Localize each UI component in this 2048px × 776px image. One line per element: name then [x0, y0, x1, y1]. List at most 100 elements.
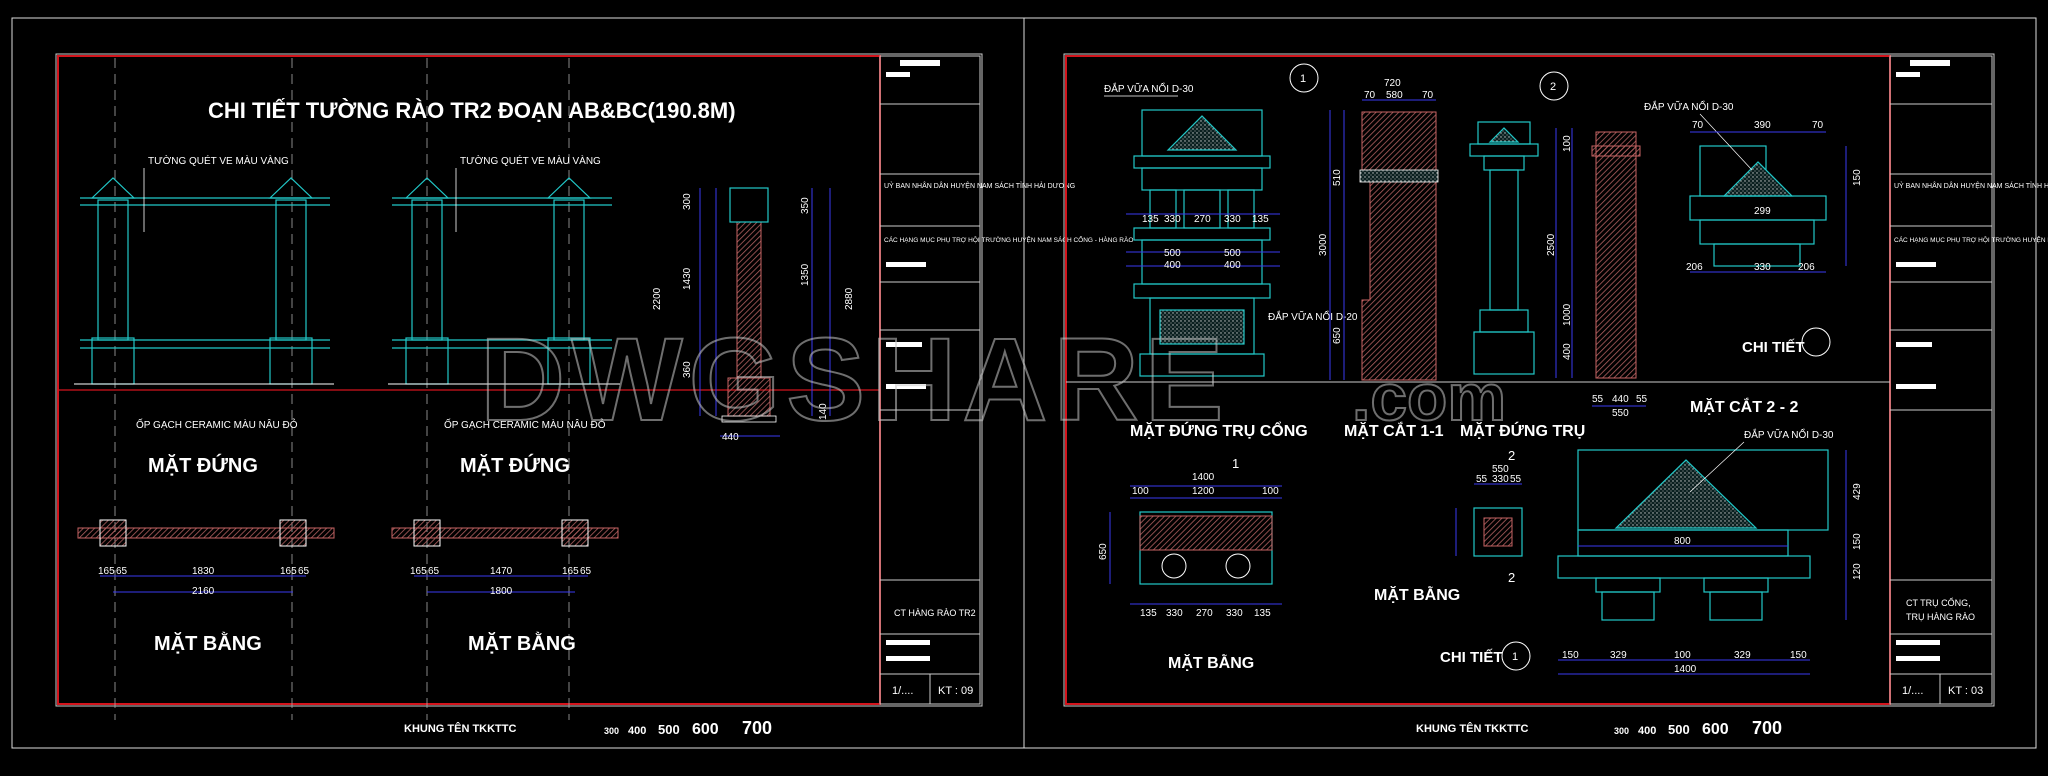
sheet-2-scale: 1/....: [1902, 685, 1923, 697]
label-plan-post: MẶT BẰNG: [1374, 585, 1460, 604]
watermark-text: DWGSHARE: [480, 314, 1229, 446]
sec22-dim-55: 55: [1592, 394, 1604, 405]
sheet-1-scale-600: 600: [692, 721, 719, 738]
post-plan-dim-55b: 55: [1510, 474, 1522, 485]
callout-2-post-plan-lower: 2: [1508, 570, 1515, 585]
callout-circle-2: [1539, 71, 1569, 101]
dim-side-1430: 1430: [682, 267, 693, 290]
label-detail-bottom: CHI TIẾT: [1440, 649, 1503, 666]
fence-plan-a: [77, 519, 335, 593]
sheet-1-drawing-name: CT HÀNG RÀO TR2: [894, 608, 976, 618]
sec22-dim-120: 120: [1852, 563, 1863, 580]
note-capping-4: ĐẮP VỮA NỔI D-30: [1744, 428, 1834, 441]
label-section-1-1: MẶT CẮT 1-1: [1344, 421, 1444, 440]
gate-plan-dim-lines: [1109, 485, 1282, 605]
side-dimension-lines: [699, 188, 831, 437]
post-dim-400: 400: [1562, 343, 1573, 360]
watermark-suffix: .com: [1352, 360, 1506, 434]
dim-side-360: 360: [682, 361, 693, 378]
sec22-dim-550: 550: [1612, 408, 1629, 419]
fence-post-elevation: [1469, 121, 1539, 375]
post-plan-dim-lines: [1455, 483, 1522, 556]
detail-dim-390: 390: [1754, 120, 1771, 131]
sheet-2-scale-700: 700: [1752, 718, 1782, 738]
gate-plan-dim-135b: 135: [1254, 608, 1271, 619]
sheet-1-sheet-no: KT : 09: [938, 685, 973, 697]
gate-plan-dim-100b: 100: [1262, 486, 1279, 497]
section-1-1: [1359, 111, 1439, 381]
sheet-2-scale-500: 500: [1668, 722, 1690, 737]
label-elevation-a: MẶT ĐỨNG: [148, 453, 258, 477]
dim-side-440: 440: [722, 432, 739, 443]
sheet-2-inner-frame: [1063, 53, 1995, 707]
label-plan-b: MẶT BẰNG: [468, 631, 576, 655]
detail-dim-206: 206: [1686, 262, 1703, 273]
post-plan-dim-330: 330: [1492, 474, 1509, 485]
fence-elevation-b: [392, 177, 612, 385]
callout-2-post-plan: 2: [1508, 448, 1515, 463]
dim-side-350: 350: [800, 197, 811, 214]
detail-dim-330: 330: [1754, 262, 1771, 273]
detail-callout-bottom-text: 1: [1512, 651, 1518, 663]
sheet-1-frame-label: KHUNG TÊN TKKTTC: [404, 722, 516, 735]
detail-dim-299: 299: [1754, 206, 1771, 217]
sheet-1-project: CÁC HẠNG MỤC PHỤ TRỢ HỘI TRƯỜNG HUYỆN NA…: [884, 235, 1133, 244]
post-dim-1000: 1000: [1562, 303, 1573, 326]
capping-detail: [1689, 145, 1827, 267]
sec22-dim-429: 429: [1852, 483, 1863, 500]
post-plan-dim-550: 550: [1492, 464, 1509, 475]
dim-side-1350: 1350: [800, 263, 811, 286]
callout-circle-1: [1289, 63, 1319, 93]
sheet-2-title-block: [1889, 55, 1993, 705]
plan-a-dim-165b: 165: [280, 566, 297, 577]
plan-b-dim-1470: 1470: [490, 566, 513, 577]
gate-plan-dim-650: 650: [1098, 543, 1109, 560]
sheet-2-org: UỶ BAN NHÂN DÂN HUYỆN NAM SÁCH TỈNH HẢI …: [1894, 181, 2048, 190]
sheet-1-axis-lines: [114, 58, 570, 720]
sec11-dim-720: 720: [1384, 78, 1401, 89]
post-plan-dim-55: 55: [1476, 474, 1488, 485]
gate-elev-dim-400b: 400: [1224, 260, 1241, 271]
post-dim-100: 100: [1562, 135, 1573, 152]
gate-plan: [1139, 511, 1273, 585]
fence-elevation-a: [80, 177, 330, 385]
plan-a-dim-65: 65: [116, 566, 128, 577]
post-plan: [1473, 507, 1523, 557]
leader-capping-4: [1689, 441, 1745, 493]
detail-dim-150: 150: [1852, 169, 1863, 186]
sheet-2: ĐẮP VỮA NỔI D-30 ĐẮP VỮA NỔI D-20 135 33…: [1063, 53, 2048, 738]
dim-side-300: 300: [682, 193, 693, 210]
sec11-dim-70b: 70: [1422, 90, 1434, 101]
section-2-2: [1557, 449, 1829, 621]
plan-b-dim-65: 65: [428, 566, 440, 577]
sheet-2-scale-600: 600: [1702, 721, 1729, 738]
label-section-2-2: MẶT CẮT 2 - 2: [1690, 397, 1799, 416]
plan-a-dim-165: 165: [98, 566, 115, 577]
gate-elev-dim-270: 270: [1194, 214, 1211, 225]
sec22-dim-800: 800: [1674, 536, 1691, 547]
label-plan-a: MẶT BẰNG: [154, 631, 262, 655]
side-dimension-labels: 300 1430 2200 350 1350 2880 360 440 140: [652, 193, 855, 443]
plan-b-dim-65b: 65: [580, 566, 592, 577]
sec22-dim-1400: 1400: [1674, 664, 1697, 675]
plan-b-dim-165b: 165: [562, 566, 579, 577]
sheet-1-title-block: [879, 55, 981, 705]
sheet-1-main-title: CHI TIẾT TƯỜNG RÀO TR2 ĐOẠN AB&BC(190.8M…: [208, 98, 736, 123]
sheet-1-scale: 1/....: [892, 685, 913, 697]
callout-1-text: 1: [1300, 73, 1306, 85]
sheet-1-scale-300: 300: [604, 726, 619, 736]
note-bottom-b: ỐP GẠCH CERAMIC MÀU NÂU ĐỎ: [444, 417, 606, 431]
gate-plan-dim-330: 330: [1166, 608, 1183, 619]
gate-elev-dim-330b: 330: [1224, 214, 1241, 225]
sheet-2-scale-300: 300: [1614, 726, 1629, 736]
fence-post-side-section: [721, 187, 777, 423]
sec22-dim-150: 150: [1852, 533, 1863, 550]
sheet-2-project: CÁC HẠNG MỤC PHỤ TRỢ HỘI TRƯỜNG HUYỆN NA…: [1894, 235, 2048, 244]
detail-callout-circle-bottom: [1501, 641, 1531, 671]
detail-callout-circle: [1801, 327, 1831, 357]
sheet-1-scale-400: 400: [628, 725, 646, 737]
gate-pillar-elevation: [1133, 109, 1271, 377]
sec22-dim-329: 329: [1610, 650, 1627, 661]
plan-a-dim-65b: 65: [298, 566, 310, 577]
